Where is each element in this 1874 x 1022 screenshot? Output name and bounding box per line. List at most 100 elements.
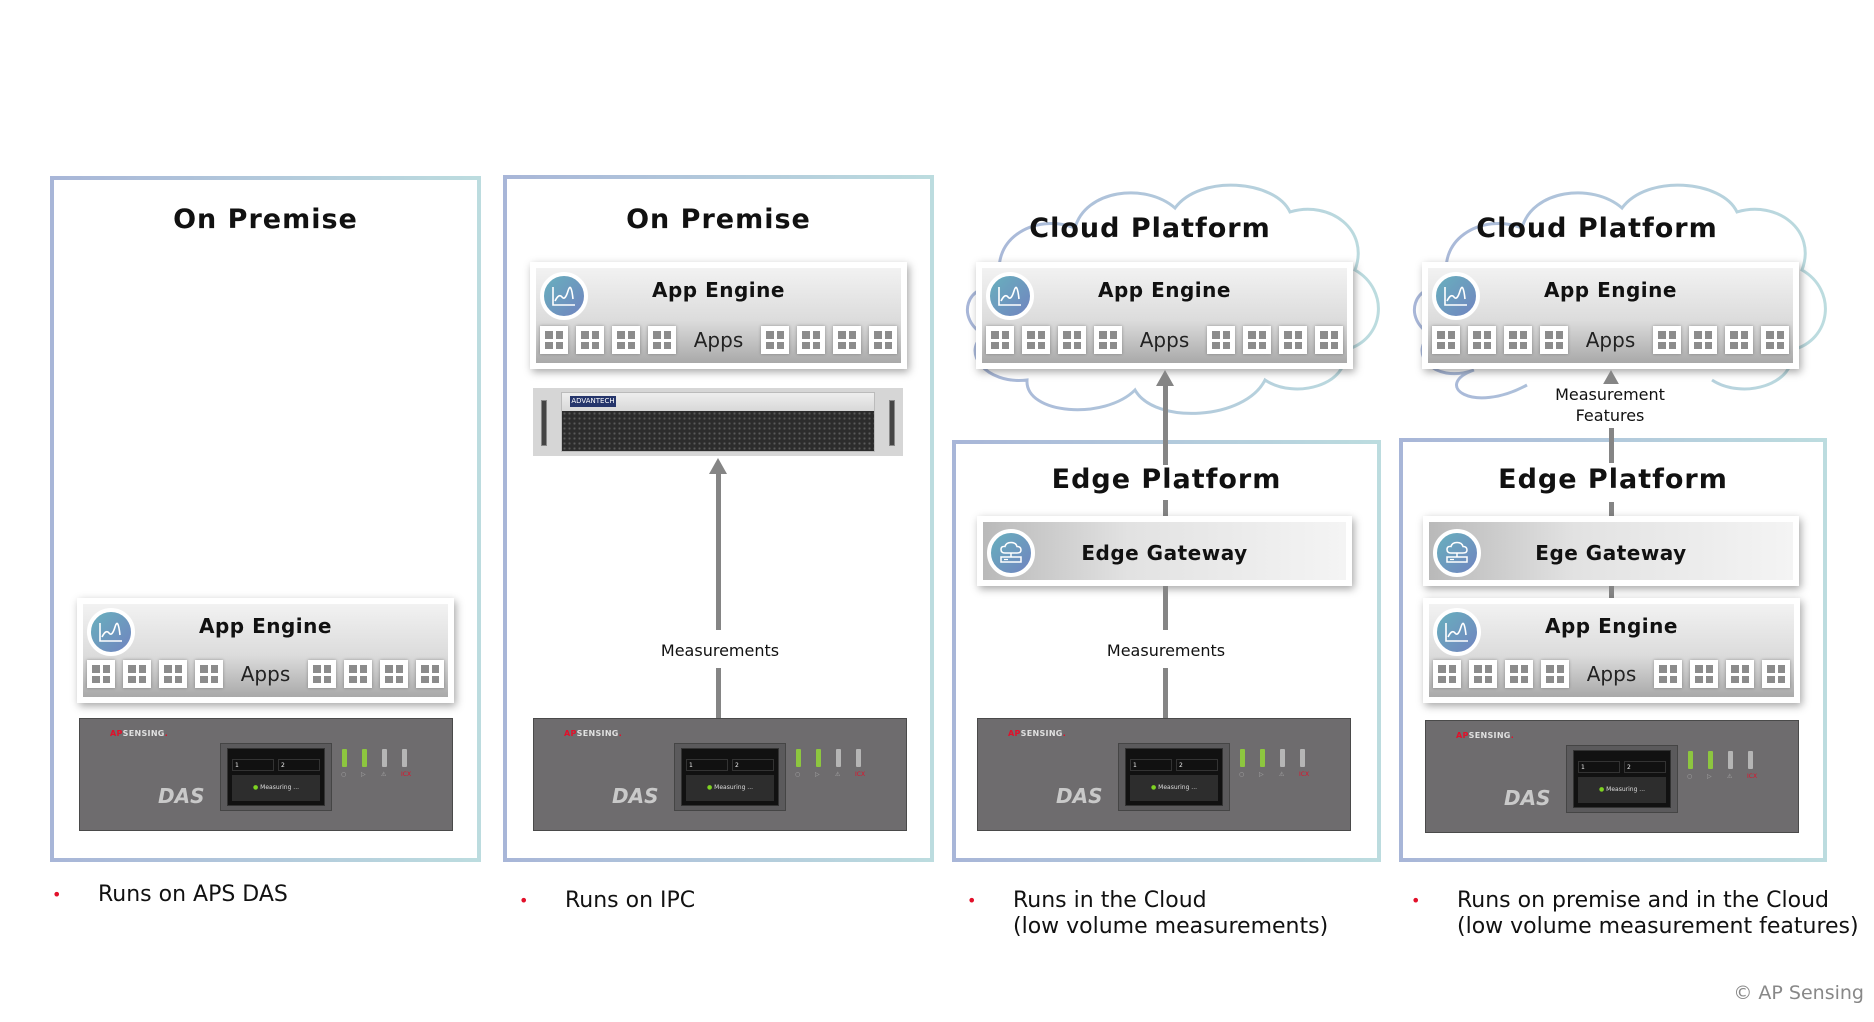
led-label: ICX bbox=[1747, 773, 1758, 780]
app-tiles-left bbox=[540, 326, 676, 354]
channel-1: 1 bbox=[1130, 759, 1172, 771]
app-tile-icon bbox=[986, 326, 1014, 354]
status-led bbox=[796, 749, 801, 767]
edge-gateway-title: Ege Gateway bbox=[1535, 541, 1687, 565]
app-tile-icon bbox=[1058, 326, 1086, 354]
apps-label: Apps bbox=[1139, 328, 1190, 352]
led-label: ICX bbox=[401, 771, 412, 778]
das-status: ● Measuring ... bbox=[232, 775, 320, 801]
app-tile-icon bbox=[1094, 326, 1122, 354]
das-label: DAS bbox=[158, 784, 205, 808]
app-tile-icon bbox=[87, 660, 115, 688]
status-led bbox=[1688, 751, 1693, 769]
chart-line-icon bbox=[87, 608, 135, 656]
bullet-text: Runs in the Cloud bbox=[1013, 888, 1207, 913]
das-status: ● Measuring ... bbox=[1130, 775, 1218, 801]
bullet-text: (low volume measurement features) bbox=[1457, 914, 1859, 939]
app-tiles-right bbox=[761, 326, 897, 354]
channel-1: 1 bbox=[1578, 761, 1620, 773]
bullet-dot: • bbox=[967, 891, 977, 910]
app-tile-icon bbox=[159, 660, 187, 688]
flow-line bbox=[1163, 385, 1168, 465]
flow-line bbox=[1163, 500, 1168, 518]
status-led bbox=[1280, 749, 1285, 767]
das-brand-logo: APSENSING. bbox=[1456, 731, 1515, 740]
flow-label-measurements: Measurements bbox=[1086, 640, 1246, 661]
app-tile-icon bbox=[1315, 326, 1343, 354]
app-tile-icon bbox=[1761, 326, 1789, 354]
app-tile-icon bbox=[416, 660, 444, 688]
led-label: ○ bbox=[1239, 771, 1245, 778]
panel-title: On Premise bbox=[626, 204, 811, 235]
flow-line bbox=[716, 668, 721, 718]
flow-line bbox=[1163, 668, 1168, 718]
app-tiles-left bbox=[986, 326, 1122, 354]
app-engine: App Engine Apps bbox=[77, 598, 454, 703]
app-tiles-right bbox=[308, 660, 444, 688]
edge-gateway: Ege Gateway bbox=[1423, 516, 1799, 586]
channel-1: 1 bbox=[686, 759, 728, 771]
app-engine: App Engine Apps bbox=[976, 262, 1353, 369]
app-engine: App Engine Apps bbox=[530, 262, 907, 369]
app-tile-icon bbox=[1207, 326, 1235, 354]
panel-title: On Premise bbox=[173, 204, 358, 235]
bullet-text: Runs on IPC bbox=[565, 888, 696, 913]
das-label: DAS bbox=[1504, 786, 1551, 810]
app-tile-icon bbox=[195, 660, 223, 688]
das-display: 1 2 ● Measuring ... bbox=[1118, 743, 1230, 811]
status-led bbox=[1300, 749, 1305, 767]
app-tile-icon bbox=[1690, 660, 1718, 688]
led-label: ICX bbox=[855, 771, 866, 778]
app-tile-icon bbox=[540, 326, 568, 354]
app-engine-title: App Engine bbox=[652, 278, 785, 302]
flow-label-measurements: Measurements bbox=[640, 640, 800, 661]
chart-line-icon bbox=[1433, 608, 1481, 656]
app-tile-icon bbox=[1653, 326, 1681, 354]
led-label: ⚠ bbox=[381, 771, 387, 778]
status-led bbox=[1708, 751, 1713, 769]
arrow-up-icon bbox=[1602, 370, 1620, 386]
edge-gateway-title: Edge Gateway bbox=[1081, 541, 1248, 565]
bullet-dot: • bbox=[519, 891, 529, 910]
bullet-text: (low volume measurements) bbox=[1013, 914, 1329, 939]
app-tile-icon bbox=[123, 660, 151, 688]
channel-2: 2 bbox=[1176, 759, 1218, 771]
app-tile-icon bbox=[380, 660, 408, 688]
das-display: 1 2 ● Measuring ... bbox=[1566, 745, 1678, 813]
app-tile-icon bbox=[576, 326, 604, 354]
app-tile-icon bbox=[1541, 660, 1569, 688]
led-label: ○ bbox=[341, 771, 347, 778]
app-engine-title: App Engine bbox=[1545, 614, 1678, 638]
app-tile-icon bbox=[1243, 326, 1271, 354]
led-label: ○ bbox=[1687, 773, 1693, 780]
status-led bbox=[1748, 751, 1753, 769]
app-tiles-right bbox=[1654, 660, 1790, 688]
channel-2: 2 bbox=[278, 759, 320, 771]
apps-label: Apps bbox=[693, 328, 744, 352]
app-engine-title: App Engine bbox=[199, 614, 332, 638]
chart-line-icon bbox=[1432, 272, 1480, 320]
das-label: DAS bbox=[1056, 784, 1103, 808]
flow-line bbox=[1609, 586, 1614, 602]
das-brand-logo: APSENSING. bbox=[564, 729, 623, 738]
bullet-item: • Runs on premise and in the Cloud (low … bbox=[1411, 888, 1859, 940]
ipc-handle bbox=[889, 400, 895, 446]
bullet-dot: • bbox=[1411, 891, 1421, 910]
led-label: ▷ bbox=[361, 771, 366, 778]
apps-label: Apps bbox=[1585, 328, 1636, 352]
led-label: ▷ bbox=[815, 771, 820, 778]
das-device: APSENSING. 1 2 ● Measuring ... DAS ○ ▷ ⚠… bbox=[533, 718, 907, 831]
app-tile-icon bbox=[761, 326, 789, 354]
cloud-platform-title: Cloud Platform bbox=[1029, 213, 1271, 244]
status-led bbox=[342, 749, 347, 767]
flow-line bbox=[1609, 428, 1614, 463]
channel-2: 2 bbox=[732, 759, 774, 771]
app-tiles-left bbox=[1432, 326, 1568, 354]
apps-label: Apps bbox=[1586, 662, 1637, 686]
app-tile-icon bbox=[612, 326, 640, 354]
flow-line bbox=[1163, 586, 1168, 630]
app-tile-icon bbox=[1468, 326, 1496, 354]
app-tile-icon bbox=[1762, 660, 1790, 688]
copyright: © AP Sensing bbox=[1733, 982, 1864, 1004]
bullet-text: Runs on premise and in the Cloud bbox=[1457, 888, 1830, 913]
